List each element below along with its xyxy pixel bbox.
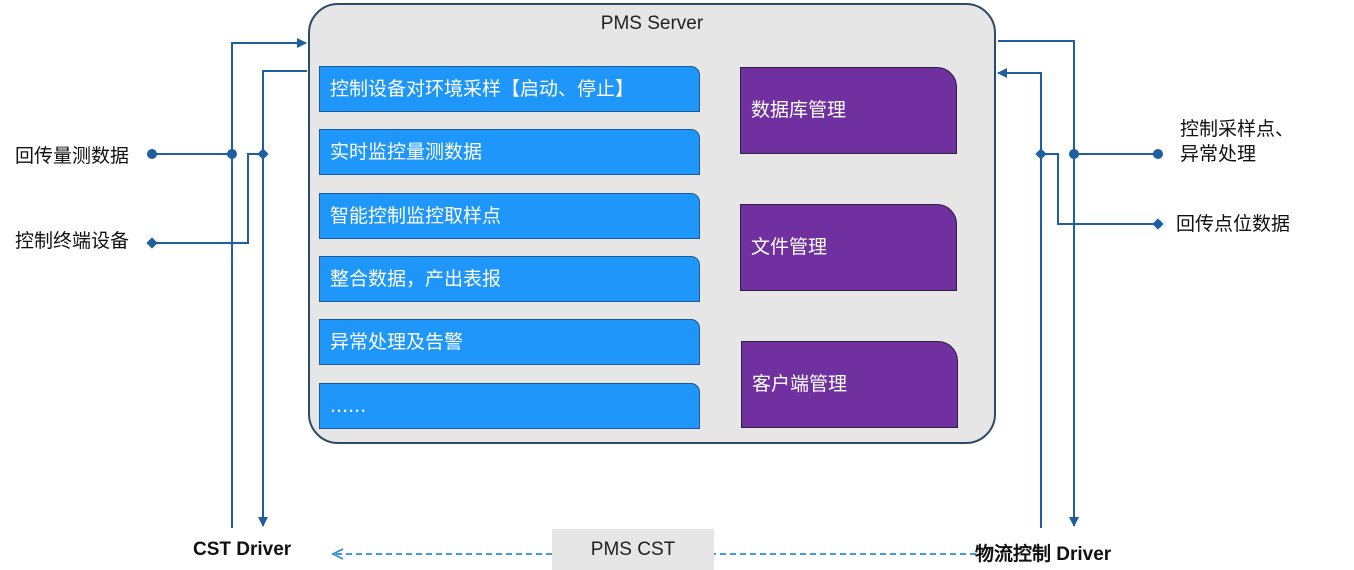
function-sampling-control: 控制设备对环境采样【启动、停止】 — [319, 66, 700, 112]
left-inner-wire — [258, 70, 307, 527]
right-inner-wire — [997, 68, 1042, 528]
database-management: 数据库管理 — [740, 67, 957, 154]
left-junction-dot-icon — [227, 149, 237, 159]
left-junction-diamond-icon — [257, 148, 269, 160]
right-outer-wire — [998, 40, 1079, 527]
function-smart-control: 智能控制监控取样点 — [319, 193, 700, 239]
right-junction-dot-icon — [1069, 149, 1079, 159]
right-return-wire — [1041, 153, 1158, 225]
right-junction-diamond-icon — [1035, 148, 1047, 160]
right-control-endpoint-icon — [1153, 149, 1163, 159]
left-outer-wire — [231, 38, 307, 528]
dashed-link-arrow-icon — [330, 548, 344, 560]
label-control-sampling: 控制采样点、 — [1180, 118, 1295, 140]
left-return-endpoint-icon — [147, 149, 157, 159]
file-management: 文件管理 — [740, 204, 957, 291]
label-control-device: 控制终端设备 — [15, 230, 130, 252]
right-return-endpoint-icon — [1152, 218, 1164, 230]
label-return-data: 回传量测数据 — [15, 145, 130, 167]
logistics-driver: 物流控制 Driver — [975, 544, 1112, 565]
function-realtime-monitor: 实时监控量测数据 — [319, 129, 700, 175]
left-control-wire — [152, 153, 263, 244]
function-report: 整合数据，产出表报 — [319, 256, 700, 302]
label-return-points: 回传点位数据 — [1176, 213, 1291, 235]
label-exception-handling: 异常处理 — [1180, 143, 1257, 165]
server-title: PMS Server — [600, 13, 704, 34]
function-more: ...... — [319, 383, 700, 429]
client-management: 客户端管理 — [741, 341, 958, 428]
cst-driver: CST Driver — [193, 539, 292, 560]
pms-cst-box: PMS CST — [552, 529, 714, 570]
left-control-endpoint-icon — [146, 237, 158, 249]
function-alarm: 异常处理及告警 — [319, 319, 700, 365]
